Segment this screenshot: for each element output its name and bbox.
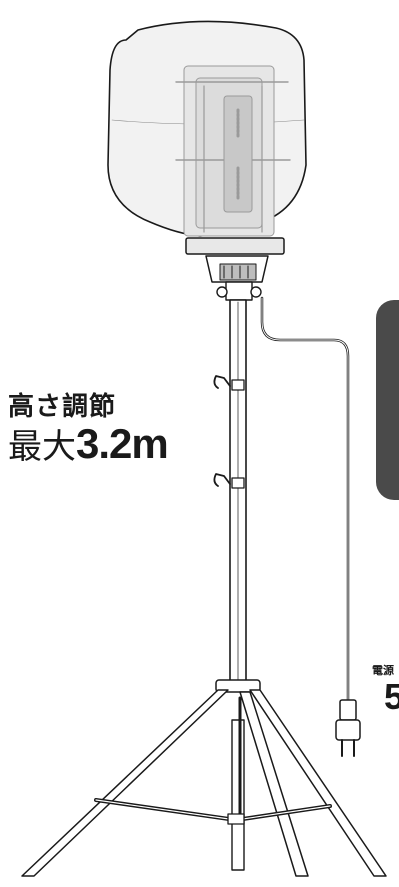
cord-length-title: 電源: [372, 664, 394, 677]
power-cable: [260, 296, 350, 702]
lamp-mount: [185, 237, 285, 301]
cord-length-value: 5: [384, 676, 399, 717]
max-height-number: 3.2m: [76, 420, 169, 467]
side-tab: [376, 300, 399, 500]
cord-length-callout: 電源 5: [372, 664, 399, 716]
power-plug: [335, 699, 361, 757]
led-frame: [175, 65, 291, 237]
max-height-prefix: 最大: [8, 427, 76, 467]
max-height-value: 最大3.2m: [8, 420, 169, 475]
tripod-legs: [21, 679, 387, 877]
telescoping-pole: [229, 299, 247, 871]
height-lock-levers: [213, 375, 231, 487]
height-adjust-callout: 高さ調節 最大3.2m: [8, 392, 169, 475]
height-adjust-title: 高さ調節: [8, 392, 117, 422]
